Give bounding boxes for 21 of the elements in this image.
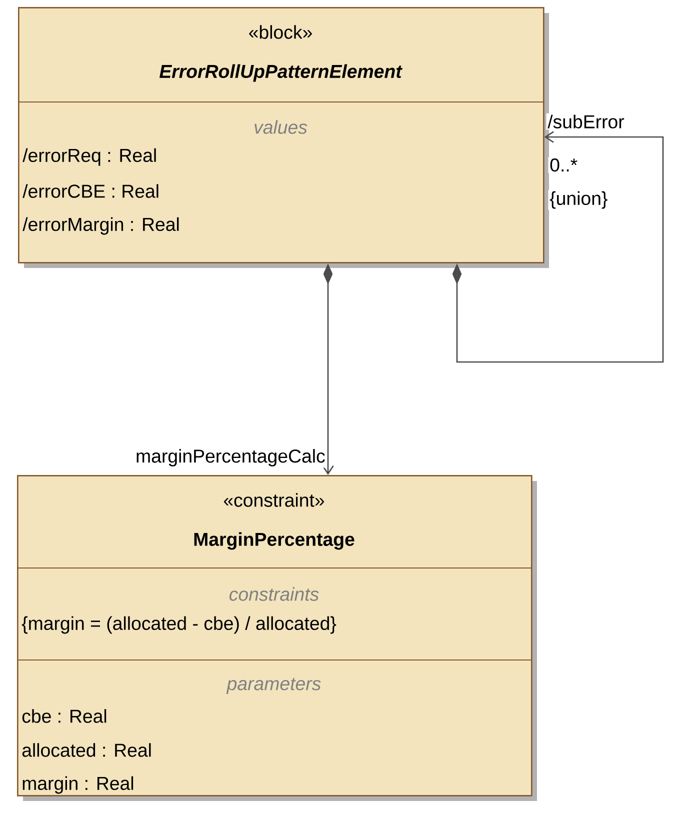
- section-heading: values: [254, 120, 308, 134]
- role-label: /subError: [546, 113, 626, 130]
- constraint-block-box: [17, 475, 537, 801]
- stereotype: «constraint»: [224, 493, 324, 507]
- multiplicity-label: 0..*: [548, 157, 579, 173]
- constraint-text: {margin = (allocated - cbe) / allocated}: [22, 616, 336, 634]
- text-row: cbe : Real: [22, 709, 106, 723]
- section-heading: constraints: [229, 587, 319, 601]
- role-label: marginPercentageCalc: [134, 448, 327, 468]
- text-row: /errorCBE : Real: [22, 184, 158, 198]
- constraint-label: {union}: [548, 190, 610, 210]
- stereotype: «block»: [249, 25, 312, 39]
- composition-arrow: [452, 131, 664, 363]
- text-row: /errorReq : Real: [22, 148, 156, 166]
- text-row: allocated : Real: [22, 743, 151, 757]
- block-name: MarginPercentage: [194, 532, 354, 550]
- block-name: ErrorRollUpPatternElement: [159, 64, 402, 82]
- text-row: margin : Real: [22, 776, 134, 794]
- block-box: [18, 7, 549, 268]
- text-row: /errorMargin : Real: [22, 217, 179, 235]
- section-heading: parameters: [226, 678, 321, 694]
